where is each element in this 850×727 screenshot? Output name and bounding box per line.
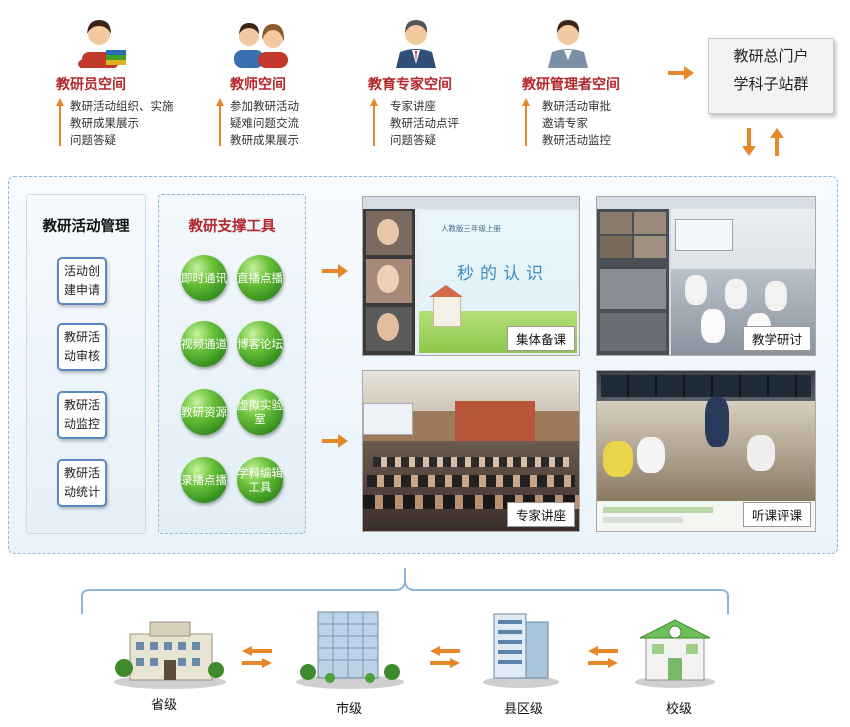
activity-caption: 集体备课 bbox=[506, 326, 575, 351]
bidirectional-arrow-icon bbox=[430, 646, 460, 668]
up-arrow-icon bbox=[216, 98, 224, 146]
role-items: 参加教研活动 疑难问题交流 教研成果展示 bbox=[230, 98, 299, 149]
level-label-province: 省级 bbox=[151, 698, 178, 713]
role-title: 教师空间 bbox=[230, 77, 286, 93]
window-titlebar bbox=[597, 197, 815, 209]
level-label-county: 县区级 bbox=[504, 702, 544, 717]
role-item: 专家讲座 bbox=[390, 99, 436, 113]
role-title: 教研管理者空间 bbox=[522, 77, 620, 93]
province-building-icon bbox=[114, 621, 226, 689]
role-item: 教研成果展示 bbox=[70, 116, 139, 130]
role-researcher: 教研员空间 教研活动组织、实施 教研成果展示 问题答疑 bbox=[54, 12, 224, 152]
role-item: 问题答疑 bbox=[390, 133, 436, 147]
role-item: 教研活动监控 bbox=[542, 133, 611, 147]
expert-avatar-icon bbox=[396, 20, 436, 68]
window-titlebar bbox=[363, 197, 579, 209]
role-title: 教研员空间 bbox=[56, 77, 126, 93]
portal-box[interactable]: 教研总门户 学科子站群 bbox=[708, 38, 834, 114]
monitor-activity-button[interactable]: 教研活动监控 bbox=[57, 391, 107, 439]
tool-virtual-lab-button[interactable]: 虚拟实验室 bbox=[237, 389, 283, 435]
up-arrow-icon bbox=[770, 128, 784, 156]
tool-video-channel-button[interactable]: 视频通道 bbox=[181, 321, 227, 367]
role-expert: 教育专家空间 专家讲座 教研活动点评 问题答疑 bbox=[368, 12, 538, 152]
activity-caption: 专家讲座 bbox=[506, 502, 575, 527]
tool-instant-messaging-button[interactable]: 即时通讯 bbox=[181, 255, 227, 301]
level-bracket bbox=[81, 568, 729, 614]
role-items: 教研活动审批 邀请专家 教研活动监控 bbox=[542, 98, 611, 149]
role-title: 教育专家空间 bbox=[368, 77, 452, 93]
lesson-observation-photo[interactable]: 听课评课 bbox=[596, 370, 816, 532]
county-building-icon bbox=[483, 613, 559, 688]
create-activity-button[interactable]: 活动创建申请 bbox=[57, 257, 107, 305]
up-arrow-icon bbox=[522, 98, 530, 146]
statistics-activity-button[interactable]: 教研活动统计 bbox=[57, 459, 107, 507]
role-item: 问题答疑 bbox=[70, 133, 116, 147]
role-item: 邀请专家 bbox=[542, 116, 588, 130]
teaching-discussion-photo[interactable]: 教学研讨 bbox=[596, 196, 816, 356]
tool-recording-button[interactable]: 录播点播 bbox=[181, 457, 227, 503]
portal-line2: 学科子站群 bbox=[733, 75, 809, 93]
city-building-icon bbox=[296, 611, 404, 689]
tool-blog-forum-button[interactable]: 博客论坛 bbox=[237, 321, 283, 367]
right-arrow-icon bbox=[322, 434, 348, 448]
up-arrow-icon bbox=[56, 98, 64, 146]
portal-line1: 教研总门户 bbox=[733, 47, 809, 65]
manager-avatar-icon bbox=[548, 20, 588, 68]
researcher-avatar-icon bbox=[78, 20, 126, 68]
management-title: 教研活动管理 bbox=[42, 219, 130, 235]
video-grid bbox=[597, 209, 669, 355]
bidirectional-arrow-icon bbox=[588, 646, 618, 668]
support-tools-panel: 教研支撑工具 即时通讯 直播点播 视频通道 博客论坛 教研资源 虚拟实验室 录播… bbox=[158, 194, 306, 534]
role-item: 教研活动点评 bbox=[390, 116, 459, 130]
collective-prep-photo[interactable]: 人教版三年级上册 秒的认识 集体备课 bbox=[362, 196, 580, 356]
role-item: 参加教研活动 bbox=[230, 99, 299, 113]
activity-caption: 听课评课 bbox=[742, 502, 811, 527]
tool-subject-editor-button[interactable]: 学科编辑工具 bbox=[237, 457, 283, 503]
review-activity-button[interactable]: 教研活动审核 bbox=[57, 323, 107, 371]
down-arrow-icon bbox=[742, 128, 756, 156]
slide-header: 人教版三年级上册 bbox=[441, 224, 501, 233]
level-label-school: 校级 bbox=[666, 702, 693, 717]
role-items: 教研活动组织、实施 教研成果展示 问题答疑 bbox=[70, 98, 174, 149]
activity-caption: 教学研讨 bbox=[742, 326, 811, 351]
up-arrow-icon bbox=[370, 98, 378, 146]
tool-live-vod-button[interactable]: 直播点播 bbox=[237, 255, 283, 301]
bidirectional-arrow-icon bbox=[242, 646, 272, 668]
role-item: 教研成果展示 bbox=[230, 133, 299, 147]
teachers-avatar-icon bbox=[234, 23, 288, 68]
video-panel bbox=[363, 209, 415, 355]
slide-title: 秒的认识 bbox=[457, 264, 549, 284]
role-items: 专家讲座 教研活动点评 问题答疑 bbox=[390, 98, 459, 149]
level-label-city: 市级 bbox=[336, 702, 363, 717]
tools-title: 教研支撑工具 bbox=[188, 219, 276, 235]
right-arrow-icon bbox=[322, 264, 348, 278]
role-teacher: 教师空间 参加教研活动 疑难问题交流 教研成果展示 bbox=[212, 12, 382, 152]
role-item: 教研活动审批 bbox=[542, 99, 611, 113]
role-item: 教研活动组织、实施 bbox=[70, 99, 174, 113]
school-building-icon bbox=[635, 619, 715, 688]
tool-resources-button[interactable]: 教研资源 bbox=[181, 389, 227, 435]
role-item: 疑难问题交流 bbox=[230, 116, 299, 130]
right-arrow-icon bbox=[668, 66, 694, 80]
expert-lecture-photo[interactable]: 专家讲座 bbox=[362, 370, 580, 532]
role-manager: 教研管理者空间 教研活动审批 邀请专家 教研活动监控 bbox=[520, 12, 690, 152]
activity-management-panel: 教研活动管理 活动创建申请 教研活动审核 教研活动监控 教研活动统计 bbox=[26, 194, 146, 534]
